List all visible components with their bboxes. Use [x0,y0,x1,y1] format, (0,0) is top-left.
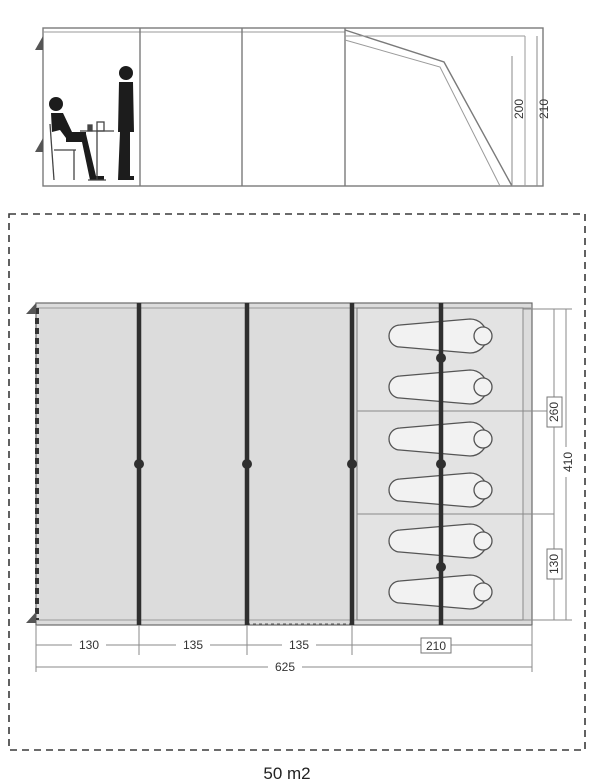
pole-joint-6 [436,562,446,572]
height-outer-dimension: 210 [536,36,551,186]
front-peg-top [26,303,36,314]
pole-joint-3 [347,459,357,469]
rear-outline [522,308,555,621]
total-width-label: 410 [561,452,575,472]
sleeping-bag-icon [388,472,493,508]
pole-joint-5 [436,353,446,363]
total-length-dimension: 625 [35,655,533,674]
side-view-outline [42,27,544,187]
table-icon [80,121,114,181]
pole-joint-1 [134,459,144,469]
sleeping-bag-icon [388,574,493,610]
height-inner-label: 200 [512,99,526,119]
area-label: 50 m2 [263,764,310,783]
side-view: 200 210 [35,27,551,187]
pole-joint-4 [436,459,446,469]
floor-plan: 130 135 135 210 625 260 130 410 [8,213,586,751]
dim-box-260 [546,396,563,428]
width-dimensions: 130 135 135 210 [35,625,533,655]
front-peg-bottom [26,612,36,623]
side-peg-bottom [35,138,43,152]
dim-box-130 [546,548,563,580]
sleeping-bag-icon [388,421,493,457]
bedroom-bay-label: 130 [547,554,561,574]
chair-icon [49,123,76,181]
width-segment-4-label: 210 [426,639,446,653]
side-peg-top [35,36,43,50]
width-segment-2-label: 135 [183,638,203,652]
poles [134,303,446,625]
depth-dimensions: 260 130 410 [546,308,575,621]
width-segment-3-label: 135 [289,638,309,652]
pole-joint-2 [242,459,252,469]
height-outer-label: 210 [537,99,551,119]
total-length-label: 625 [275,660,295,674]
sleeping-bag-icon [388,523,493,559]
sleeping-bag-icon [388,318,493,354]
width-segment-1-label: 130 [79,638,99,652]
bedroom-depth-label: 260 [547,402,561,422]
side-rear-slope-inner [344,39,501,187]
seated-person-icon [49,97,104,180]
sleeping-bags [388,318,493,610]
side-rear-slope-outer [344,29,513,187]
dim-box-210 [420,637,452,654]
footprint-dashed-border [8,213,586,751]
sleeping-bag-icon [388,369,493,405]
standing-person-icon [118,66,134,180]
height-inner-dimension: 200 [511,56,526,186]
